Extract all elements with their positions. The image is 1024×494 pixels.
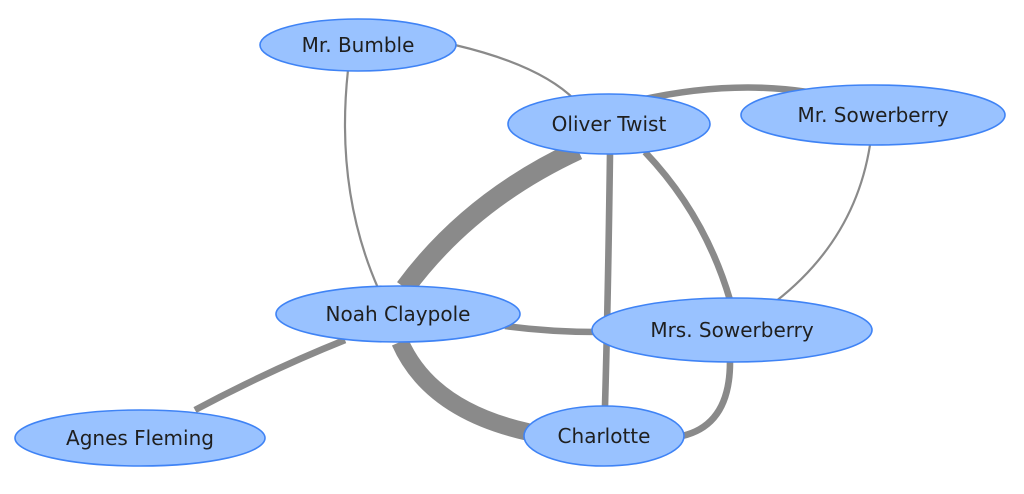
node-ellipse[interactable]: [507, 93, 711, 155]
edge-mrs-sowerberry-charlotte: [681, 361, 734, 440]
node-ellipse[interactable]: [275, 285, 521, 343]
edge-noah-claypole-charlotte: [391, 338, 530, 441]
node-agnes-fleming[interactable]: Agnes Fleming: [14, 409, 266, 467]
node-ellipse[interactable]: [523, 405, 685, 467]
edge-oliver-twist-noah-claypole: [397, 141, 583, 294]
node-label: Mr. Bumble: [302, 33, 415, 57]
edges-layer: [193, 43, 872, 441]
node-noah-claypole[interactable]: Noah Claypole: [275, 285, 521, 343]
edge-noah-claypole-agnes-fleming: [193, 336, 347, 413]
edge-mr-bumble-oliver-twist: [454, 43, 576, 101]
edge-mr-bumble-noah-claypole: [343, 69, 380, 289]
node-label: Charlotte: [558, 424, 651, 448]
edge-mr-sowerberry-mrs-sowerberry: [774, 144, 872, 303]
edge-noah-claypole-mrs-sowerberry: [504, 322, 599, 336]
node-mr-sowerberry[interactable]: Mr. Sowerberry: [740, 84, 1006, 146]
node-label: Oliver Twist: [552, 112, 667, 136]
node-mr-bumble[interactable]: Mr. Bumble: [259, 18, 457, 72]
node-ellipse[interactable]: [14, 409, 266, 467]
node-label: Noah Claypole: [326, 302, 471, 326]
node-label: Mr. Sowerberry: [797, 103, 948, 127]
node-label: Agnes Fleming: [66, 426, 214, 450]
node-ellipse[interactable]: [591, 297, 873, 363]
node-charlotte[interactable]: Charlotte: [523, 405, 685, 467]
node-ellipse[interactable]: [259, 18, 457, 72]
node-oliver-twist[interactable]: Oliver Twist: [507, 93, 711, 155]
edge-oliver-twist-mrs-sowerberry: [642, 149, 734, 301]
node-label: Mrs. Sowerberry: [650, 318, 814, 342]
edge-oliver-twist-charlotte: [601, 153, 614, 407]
edge-oliver-twist-mr-sowerberry: [639, 84, 809, 104]
node-ellipse[interactable]: [740, 84, 1006, 146]
node-mrs-sowerberry[interactable]: Mrs. Sowerberry: [591, 297, 873, 363]
